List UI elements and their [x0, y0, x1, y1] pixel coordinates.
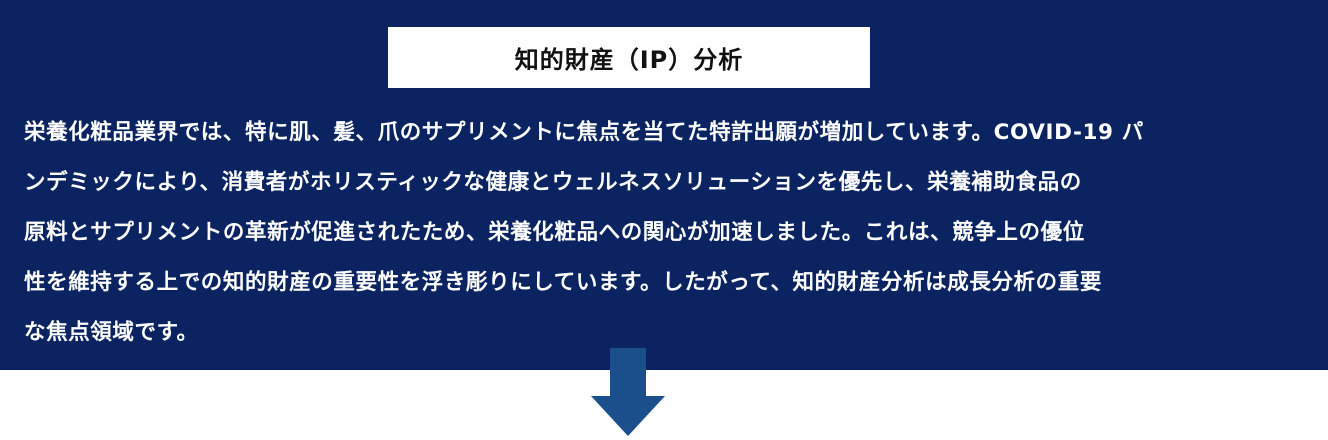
- ip-analysis-panel: 知的財産（IP）分析 栄養化粧品業界では、特に肌、髪、爪のサプリメントに焦点を当…: [0, 0, 1328, 370]
- description-line: 栄養化粧品業界では、特に肌、髪、爪のサプリメントに焦点を当てた特許出願が増加して…: [24, 120, 1144, 145]
- description-line: 原料とサプリメントの革新が促進されたため、栄養化粧品への関心が加速しました。これ…: [24, 220, 1085, 245]
- description-line: な焦点領域です。: [24, 320, 199, 345]
- down-arrow-icon: [591, 348, 665, 436]
- description-line: ンデミックにより、消費者がホリスティックな健康とウェルネスソリューションを優先し…: [24, 170, 1082, 195]
- description-line: 性を維持する上での知的財産の重要性を浮き彫りにしています。したがって、知的財産分…: [24, 270, 1102, 295]
- description-text: 栄養化粧品業界では、特に肌、髪、爪のサプリメントに焦点を当てた特許出願が増加して…: [24, 108, 1314, 358]
- title-box: 知的財産（IP）分析: [388, 27, 870, 88]
- page-title: 知的財産（IP）分析: [514, 46, 744, 74]
